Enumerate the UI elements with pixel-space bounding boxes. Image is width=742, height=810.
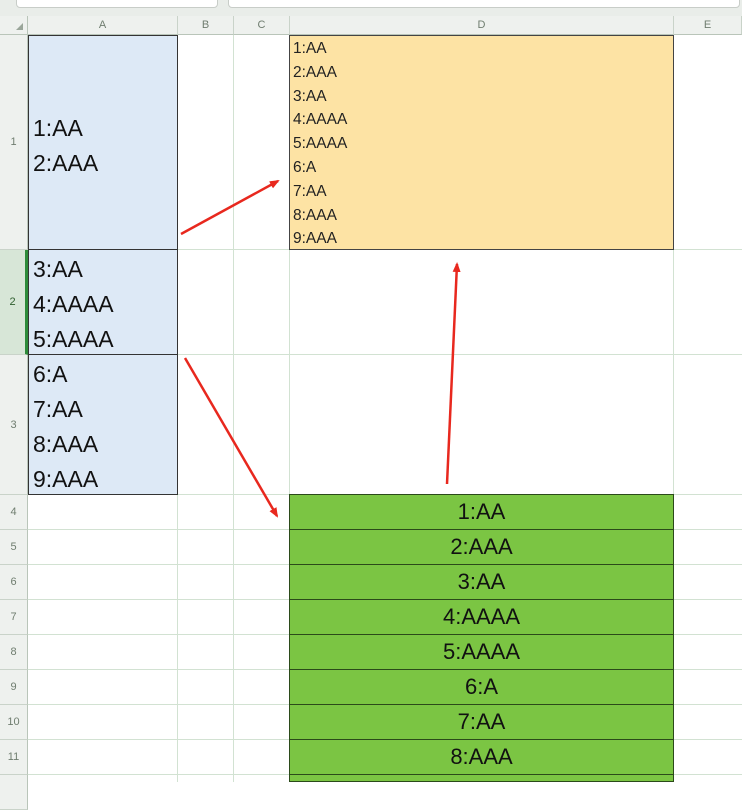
cell-a3[interactable]: 6:A 7:AA 8:AAA 9:AAA	[28, 354, 178, 495]
cell-d7[interactable]: 4:AAAA	[289, 599, 674, 635]
select-all-corner[interactable]	[0, 16, 28, 35]
cell-d5[interactable]: 2:AAA	[289, 529, 674, 565]
row-header-8[interactable]: 8	[0, 635, 28, 670]
toolbar-strip	[0, 0, 742, 16]
cell-a3-line-3: 8:AAA	[33, 431, 99, 457]
cell-a3-line-1: 6:A	[33, 361, 68, 387]
cell-a1[interactable]: 1:AA 2:AAA	[28, 35, 178, 250]
column-header-b[interactable]: B	[178, 16, 234, 35]
cell-d1-line-2: 2:AAA	[293, 63, 337, 81]
cell-a1-line-1: 1:AA	[33, 115, 83, 141]
cell-a1-line-2: 2:AAA	[33, 150, 99, 176]
cell-a2-line-2: 4:AAAA	[33, 291, 114, 317]
column-header-d[interactable]: D	[290, 16, 674, 35]
cell-d11[interactable]: 8:AAA	[289, 739, 674, 775]
row-header-7[interactable]: 7	[0, 600, 28, 635]
cell-d6[interactable]: 3:AA	[289, 564, 674, 600]
row-header-1[interactable]: 1	[0, 35, 28, 250]
cell-d10[interactable]: 7:AA	[289, 704, 674, 740]
formula-bar[interactable]	[228, 0, 740, 8]
row-header-11[interactable]: 11	[0, 740, 28, 775]
cell-d1-line-5: 5:AAAA	[293, 135, 348, 153]
cell-a3-line-4: 9:AAA	[33, 466, 99, 492]
cell-d1-line-9: 9:AAA	[293, 230, 337, 248]
arrow-green-to-d1	[445, 262, 461, 485]
arrow-a1-to-d1	[180, 179, 280, 236]
name-box[interactable]	[16, 0, 218, 8]
cell-d8[interactable]: 5:AAAA	[289, 634, 674, 670]
cell-a3-line-2: 7:AA	[33, 396, 83, 422]
cell-d1-line-3: 3:AA	[293, 87, 327, 105]
row-header-6[interactable]: 6	[0, 565, 28, 600]
row-header-5[interactable]: 5	[0, 530, 28, 565]
row-header-10[interactable]: 10	[0, 705, 28, 740]
cell-d1-line-4: 4:AAAA	[293, 111, 348, 129]
cell-a2[interactable]: 3:AA 4:AAAA 5:AAAA	[28, 249, 178, 355]
cell-d1-line-7: 7:AA	[293, 182, 327, 200]
cell-a2-line-3: 5:AAAA	[33, 326, 114, 352]
column-header-c[interactable]: C	[234, 16, 290, 35]
cell-d1-line-1: 1:AA	[293, 40, 327, 57]
cell-a2-line-1: 3:AA	[33, 256, 83, 282]
row-header-2[interactable]: 2	[0, 250, 28, 355]
row-header-9[interactable]: 9	[0, 670, 28, 705]
column-header-a[interactable]: A	[28, 16, 178, 35]
row-header-3[interactable]: 3	[0, 355, 28, 495]
annotation-arrows	[180, 179, 461, 518]
cell-d1-line-6: 6:A	[293, 158, 317, 176]
row-header-4[interactable]: 4	[0, 495, 28, 530]
arrow-a3-to-d4	[183, 357, 279, 518]
select-all-icon	[16, 23, 23, 30]
cell-d1-line-8: 8:AAA	[293, 206, 337, 224]
cell-d1[interactable]: 1:AA 2:AAA 3:AA 4:AAAA 5:AAAA 6:A 7:AA 8…	[289, 35, 674, 250]
